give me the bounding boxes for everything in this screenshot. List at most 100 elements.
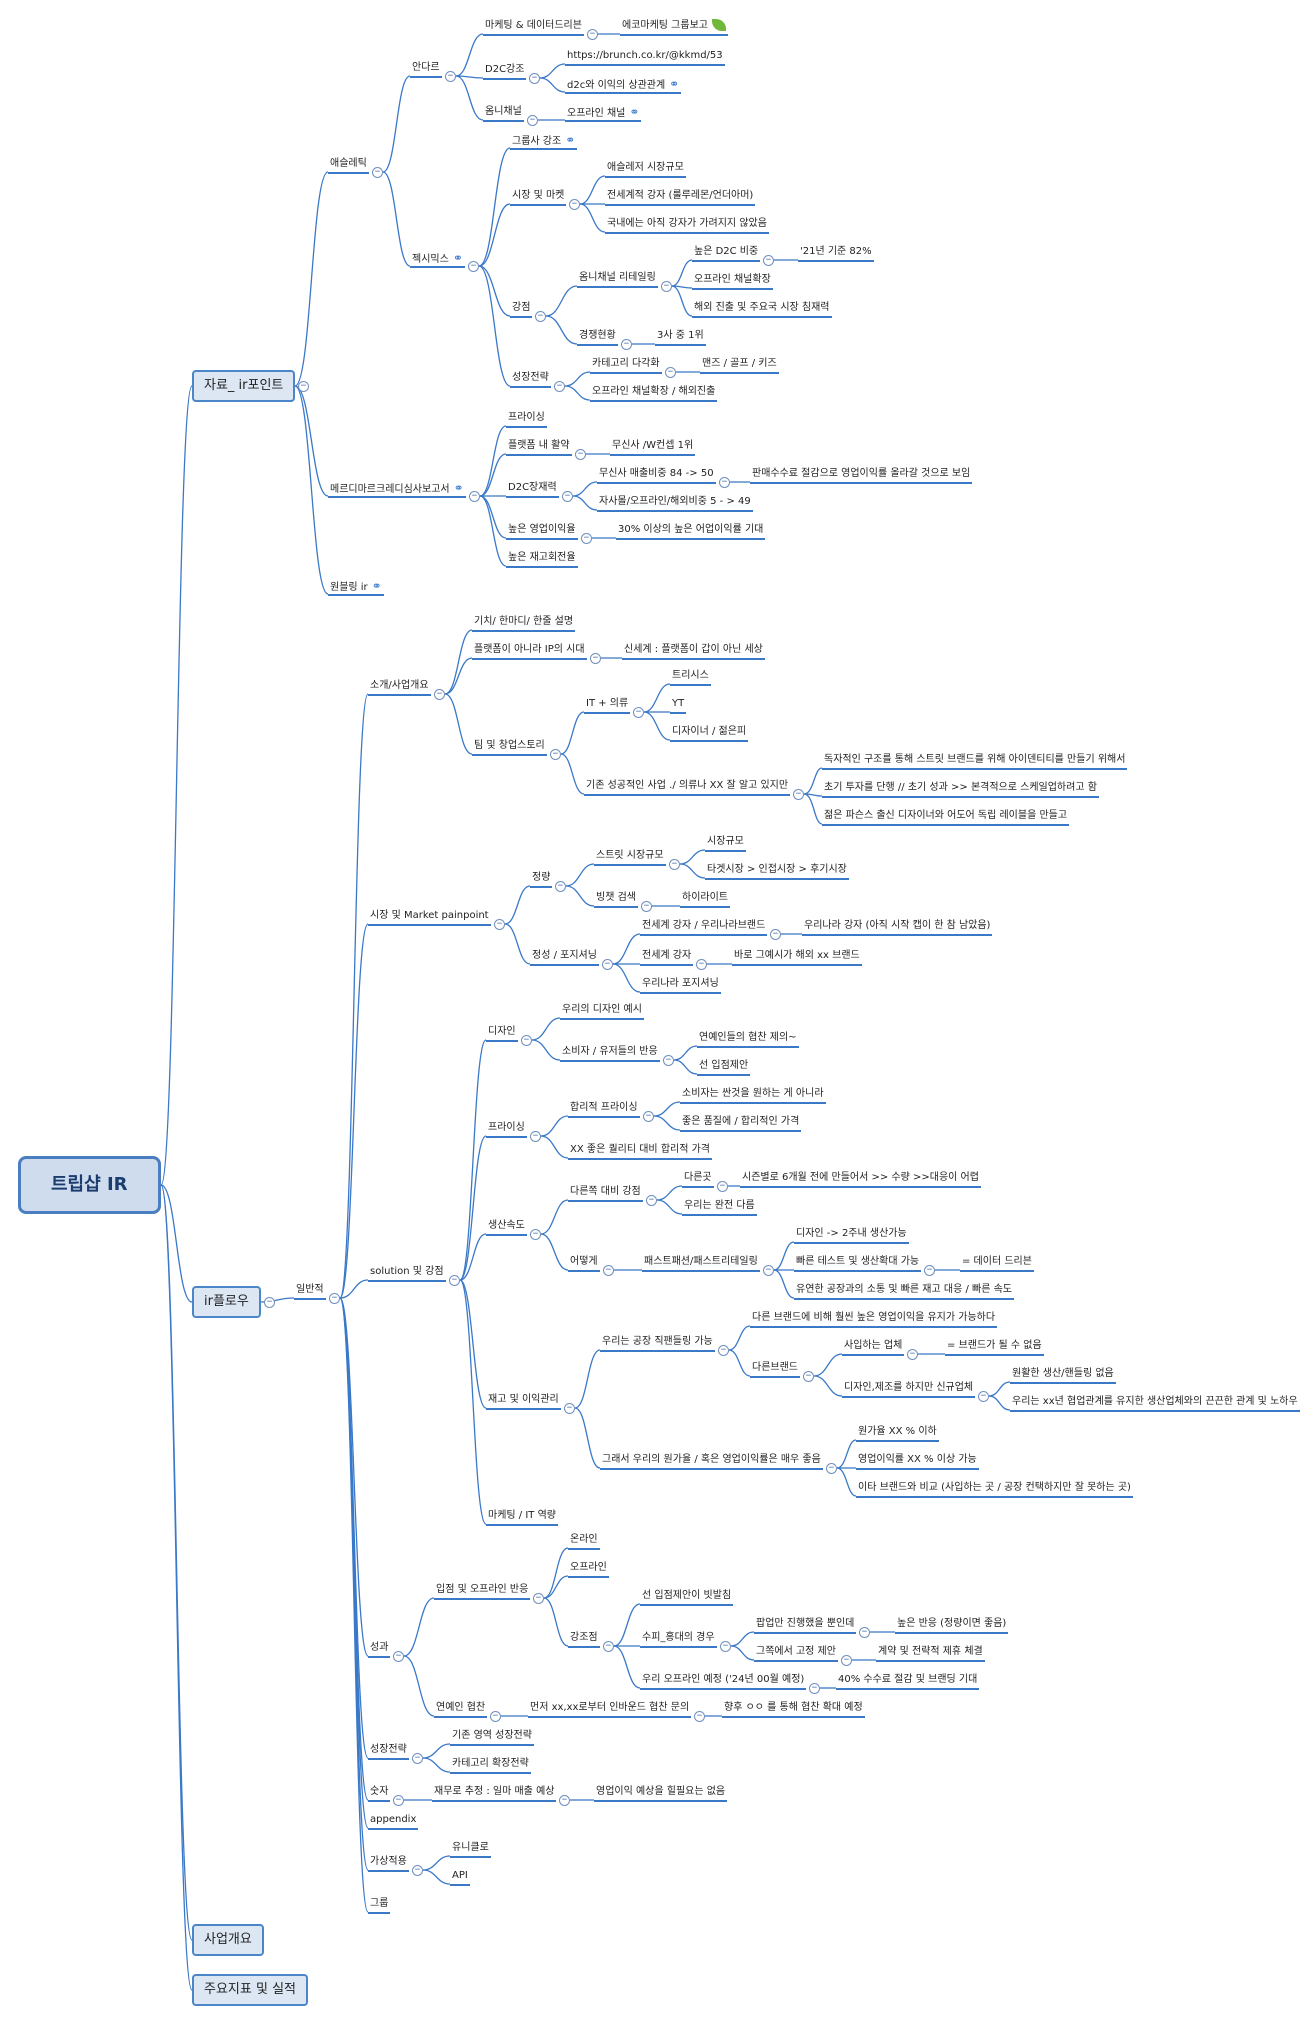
topic-b114[interactable]: 성과 [368, 1641, 391, 1658]
topic-b116[interactable]: 숫자 [368, 1785, 391, 1802]
topic-b114133[interactable]: 우리 오프라인 예정 ('24년 00월 예정) [640, 1673, 807, 1690]
link-icon[interactable]: ⚭ [629, 105, 640, 119]
topic-a124[interactable]: 높은 영업이익율 [506, 523, 578, 540]
topic-b113121[interactable]: 연예인들의 협찬 제의~ [697, 1031, 799, 1048]
collapse-toggle-icon[interactable]: − [581, 533, 592, 544]
topic-b1112[interactable]: 플랫폼이 아니라 IP의 시대 [472, 643, 587, 660]
collapse-toggle-icon[interactable]: − [298, 381, 309, 392]
collapse-toggle-icon[interactable]: − [803, 1371, 814, 1382]
collapse-toggle-icon[interactable]: − [641, 901, 652, 912]
topic-b113[interactable]: solution 및 강점 [368, 1265, 446, 1282]
topic-b1113[interactable]: 팀 및 창업스토리 [472, 739, 547, 756]
collapse-toggle-icon[interactable]: − [449, 1275, 460, 1286]
topic-a12[interactable]: 메르디마르크레디심사보고서⚭ [328, 481, 466, 498]
collapse-toggle-icon[interactable]: − [718, 1345, 729, 1356]
topic-b11332121[interactable]: = 데이터 드리븐 [960, 1255, 1034, 1272]
topic-b11342[interactable]: 그래서 우리의 원가율 / 혹은 영업이익률은 매우 좋음 [600, 1453, 823, 1470]
collapse-toggle-icon[interactable]: − [490, 1711, 501, 1722]
topic-a112313[interactable]: 해외 진출 및 주요국 시장 침재력 [692, 301, 832, 318]
topic-b114211[interactable]: 향후 ㅇㅇ 를 통해 협찬 확대 예정 [722, 1701, 865, 1718]
collapse-toggle-icon[interactable]: − [643, 1111, 654, 1122]
collapse-toggle-icon[interactable]: − [633, 707, 644, 718]
topic-a13[interactable]: 원블링 ir⚭ [328, 579, 384, 596]
collapse-toggle-icon[interactable]: − [562, 491, 573, 502]
topic-b112221[interactable]: 바로 그예시가 해외 xx 브랜드 [732, 949, 862, 966]
topic-b113423[interactable]: 이타 브랜드와 비교 (사입하는 곳 / 공장 컨택하지만 잘 못하는 곳) [856, 1481, 1133, 1498]
topic-b1152[interactable]: 카테고리 확장전략 [450, 1757, 531, 1774]
topic-b111323[interactable]: 젊은 파슨스 출신 디자이너와 어도어 독립 레이블을 만들고 [822, 809, 1070, 826]
topic-b112121[interactable]: 하이라이트 [680, 891, 730, 908]
topic-b11411[interactable]: 온라인 [568, 1533, 600, 1550]
topic-a11242[interactable]: 오프라인 채널확장 / 해외진출 [590, 385, 718, 402]
link-icon[interactable]: ⚭ [565, 133, 576, 147]
collapse-toggle-icon[interactable]: − [663, 1055, 674, 1066]
topic-b11413[interactable]: 강조점 [568, 1631, 600, 1648]
topic-b11321[interactable]: 합리적 프라이싱 [568, 1101, 640, 1118]
topic-b1111[interactable]: 기치/ 한마디/ 한줄 설명 [472, 615, 576, 632]
collapse-toggle-icon[interactable]: − [530, 1131, 541, 1142]
collapse-toggle-icon[interactable]: − [555, 881, 566, 892]
topic-b11341211[interactable]: = 브랜드가 될 수 없음 [945, 1339, 1044, 1356]
topic-a1232[interactable]: 자사몰/오프라인/해외비중 5 - > 49 [597, 495, 753, 512]
topic-b11341221[interactable]: 원활한 생산/핸들링 없음 [1010, 1367, 1116, 1384]
topic-b111321[interactable]: 독자적인 구조를 통해 스트릿 브랜드를 위해 아이덴티티를 만들기 위해서 [822, 753, 1128, 770]
topic-b11131[interactable]: IT + 의류 [584, 697, 631, 714]
collapse-toggle-icon[interactable]: − [859, 1627, 870, 1638]
topic-a11222[interactable]: 전세계적 강자 (룰루레몬/언더아머) [605, 189, 756, 206]
topic-a122[interactable]: 플랫폼 내 활약 [506, 439, 572, 456]
topic-a112321[interactable]: 3사 중 1위 [655, 329, 706, 346]
topic-b11121[interactable]: 신세계 : 플랫폼이 갑이 아닌 세상 [622, 643, 765, 660]
topic-b11211[interactable]: 스트릿 시장규모 [594, 849, 666, 866]
topic-b113411[interactable]: 다른 브랜드에 비해 훨씬 높은 영업이익을 유지가 가능하다 [750, 1311, 998, 1328]
topic-b1133213[interactable]: 유연한 공장과의 소통 및 빠른 재고 대응 / 빠른 속도 [794, 1283, 1014, 1300]
collapse-toggle-icon[interactable]: − [719, 477, 730, 488]
topic-b11412[interactable]: 오프라인 [568, 1561, 609, 1578]
collapse-toggle-icon[interactable]: − [530, 1229, 541, 1240]
topic-b1131[interactable]: 디자인 [486, 1025, 518, 1042]
topic-b113122[interactable]: 선 입점제안 [697, 1059, 751, 1076]
collapse-toggle-icon[interactable]: − [445, 71, 456, 82]
topic-b11221[interactable]: 전세계 강자 / 우리나라브랜드 [640, 919, 768, 936]
topic-a1113[interactable]: 옴니채널 [483, 105, 524, 122]
topic-b11[interactable]: 일반적 [294, 1283, 326, 1300]
collapse-toggle-icon[interactable]: − [793, 789, 804, 800]
collapse-toggle-icon[interactable]: − [554, 381, 565, 392]
topic-a111[interactable]: 안다르 [410, 61, 442, 78]
topic-b11312[interactable]: 소비자 / 유저들의 반응 [560, 1045, 660, 1062]
collapse-toggle-icon[interactable]: − [763, 1265, 774, 1276]
topic-b114131[interactable]: 선 입점제안이 빗발침 [640, 1589, 734, 1606]
topic-a11231[interactable]: 옴니채널 리테일링 [577, 271, 658, 288]
topic-b1134[interactable]: 재고 및 이익관리 [486, 1393, 561, 1410]
topic-b1161[interactable]: 재무로 추정 : 일마 매출 예상 [432, 1785, 557, 1802]
topic-b1151[interactable]: 기존 영역 성장전략 [450, 1729, 534, 1746]
collapse-toggle-icon[interactable]: − [587, 29, 598, 40]
topic-b1132[interactable]: 프라이싱 [486, 1121, 527, 1138]
collapse-toggle-icon[interactable]: − [646, 1195, 657, 1206]
topic-b1141322[interactable]: 그쪽에서 고정 제안 [754, 1645, 838, 1662]
collapse-toggle-icon[interactable]: − [559, 1795, 570, 1806]
collapse-toggle-icon[interactable]: − [694, 1711, 705, 1722]
topic-b1133111[interactable]: 시즌별로 6개월 전에 만들어서 >> 수량 >>대응이 어렵 [740, 1171, 981, 1188]
topic-b1135[interactable]: 마케팅 / IT 역량 [486, 1509, 558, 1526]
topic-a11111[interactable]: 에코마케팅 그룹보고 [620, 19, 728, 36]
collapse-toggle-icon[interactable]: − [720, 1641, 731, 1652]
topic-a11221[interactable]: 애슬레저 시장규모 [605, 161, 686, 178]
topic-b1122[interactable]: 정성 / 포지셔닝 [530, 949, 599, 966]
topic-b1182[interactable]: API [450, 1869, 470, 1886]
topic-b1133211[interactable]: 디자인 -> 2주내 생산가능 [794, 1227, 909, 1244]
topic-b113212[interactable]: 좋은 품질에 / 합리적인 가격 [680, 1115, 802, 1132]
topic-b1181[interactable]: 유니클로 [450, 1841, 491, 1858]
topic-a125[interactable]: 높은 재고회전율 [506, 551, 578, 568]
topic-b111322[interactable]: 초기 투자를 단행 // 초기 성과 >> 본격적으로 스케일업하려고 함 [822, 781, 1099, 798]
collapse-toggle-icon[interactable]: − [535, 311, 546, 322]
topic-b11413211[interactable]: 높은 반응 (정량이면 좋음) [895, 1617, 1009, 1634]
topic-b113311[interactable]: 다른곳 [682, 1171, 714, 1188]
collapse-toggle-icon[interactable]: − [494, 919, 505, 930]
topic-b118[interactable]: 가상적용 [368, 1855, 409, 1872]
collapse-toggle-icon[interactable]: − [590, 653, 601, 664]
collapse-toggle-icon[interactable]: − [569, 199, 580, 210]
collapse-toggle-icon[interactable]: − [809, 1683, 820, 1694]
topic-b112[interactable]: 시장 및 Market painpoint [368, 909, 491, 926]
topic-b113211[interactable]: 소비자는 싼것을 원하는 게 아니라 [680, 1087, 826, 1104]
topic-b11322[interactable]: XX 좋은 퀄리티 대비 합리적 가격 [568, 1143, 712, 1160]
